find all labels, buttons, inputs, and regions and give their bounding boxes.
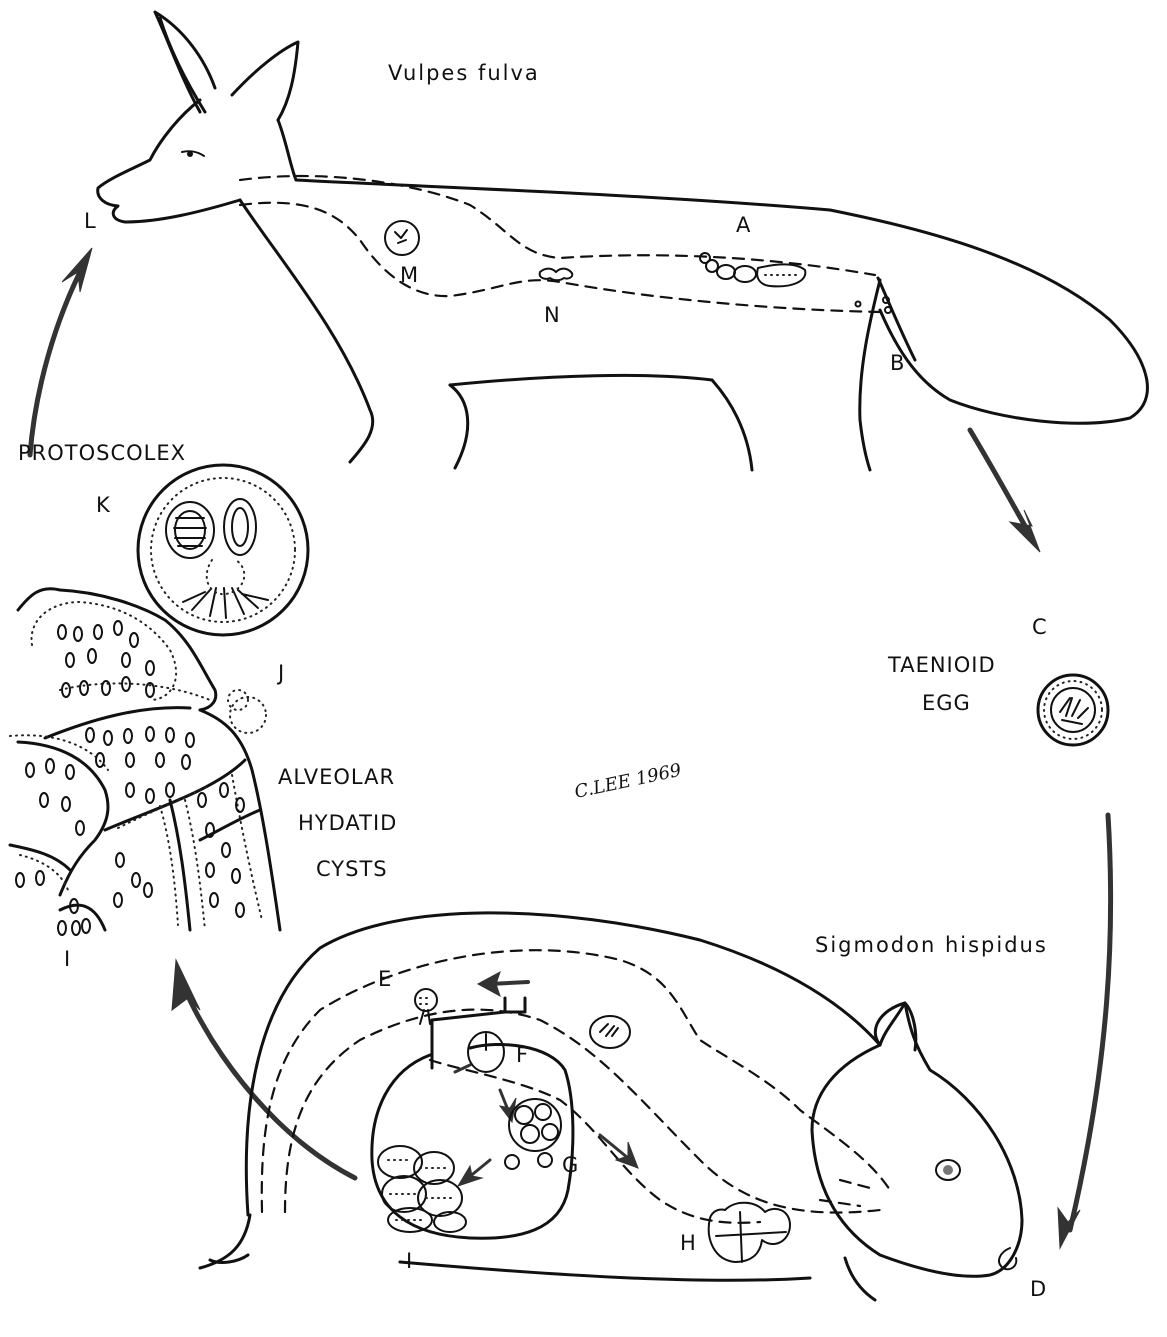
artist-signature: C.LEE 1969 xyxy=(573,760,684,803)
label-alveolar: ALVEOLAR xyxy=(278,765,395,789)
young-cyst-f xyxy=(468,1032,504,1072)
letter-l: L xyxy=(84,209,97,233)
fox-cyst-m xyxy=(385,221,419,255)
arrow-fox-to-egg xyxy=(970,430,1040,552)
letter-d: D xyxy=(1030,1277,1047,1301)
letter-h: H xyxy=(680,1231,697,1255)
fox-outline xyxy=(98,12,1148,470)
letter-g: G xyxy=(562,1153,579,1177)
letter-f: F xyxy=(516,1043,529,1067)
alveolar-hydatid-cysts xyxy=(10,589,280,935)
letter-i-rat: I xyxy=(406,1249,413,1273)
label-hydatid: HYDATID xyxy=(298,811,397,835)
letter-j: J xyxy=(276,661,285,685)
arrow-cysts-to-fox xyxy=(30,248,92,455)
title-sigmodon-hispidus: Sigmodon hispidus xyxy=(815,933,1048,957)
label-cysts: CYSTS xyxy=(316,857,388,881)
arrow-egg-to-rat xyxy=(1058,815,1111,1248)
rat-ingested-egg xyxy=(590,1016,630,1048)
letter-a: A xyxy=(736,213,751,237)
developing-cysts-g xyxy=(505,1099,561,1169)
protoscolex-k xyxy=(138,465,308,635)
fox-worm-n xyxy=(540,269,573,281)
rat-liver xyxy=(372,998,573,1238)
letter-k: K xyxy=(96,493,111,517)
rat-node-h xyxy=(709,1203,790,1262)
letter-i-cysts: I xyxy=(64,947,71,971)
cyst-vesicles xyxy=(16,621,244,935)
taenioid-egg-c xyxy=(1038,675,1108,745)
letter-m: M xyxy=(400,263,419,287)
label-protoscolex: PROTOSCOLEX xyxy=(18,441,186,465)
letter-b: B xyxy=(890,351,905,375)
letter-c: C xyxy=(1032,615,1048,639)
rat-digestive-tract xyxy=(262,950,890,1223)
title-vulpes-fulva: Vulpes fulva xyxy=(388,61,540,85)
letter-e: E xyxy=(378,967,392,991)
label-taenioid: TAENIOID xyxy=(887,653,996,677)
rat-multilocular-mass-i xyxy=(378,1146,466,1232)
rat-outline xyxy=(200,913,1022,1300)
label-egg: EGG xyxy=(922,691,971,715)
letter-n: N xyxy=(544,303,561,327)
fox-digestive-tract xyxy=(240,176,880,312)
